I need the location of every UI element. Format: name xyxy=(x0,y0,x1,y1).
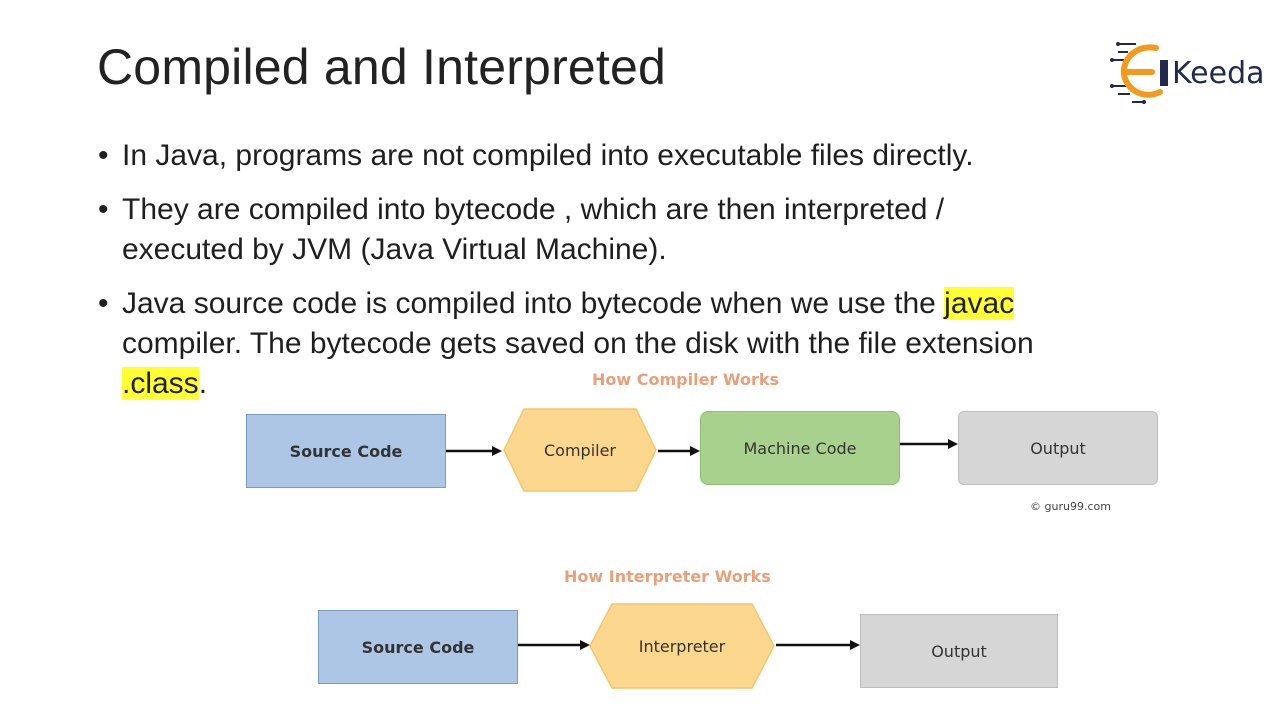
compiler-hexagon-shape xyxy=(503,408,657,492)
arrow-icon xyxy=(900,439,958,449)
machine-code-box: Machine Code xyxy=(700,411,900,485)
slide-title: Compiled and Interpreted xyxy=(97,39,667,95)
bullet-dot: • xyxy=(98,139,109,172)
highlight-class: .class xyxy=(122,367,199,400)
ekeeda-logo: Keeda xyxy=(1110,30,1270,110)
bullet-text: . xyxy=(198,367,208,400)
arrow-icon xyxy=(518,640,590,650)
bullet-item: • In Java, programs are not compiled int… xyxy=(98,136,1198,176)
logo-text: Keeda xyxy=(1172,56,1265,91)
compiler-step-label: Compiler xyxy=(543,440,616,460)
bullet-text: executed by JVM (Java Virtual Machine). xyxy=(122,233,667,266)
bullet-item: • Java source code is compiled into byte… xyxy=(98,284,1198,404)
interpreter-step-label: Interpreter xyxy=(638,636,726,656)
bullet-text: In Java, programs are not compiled into … xyxy=(122,139,974,172)
interpreter-diagram-title: How Interpreter Works xyxy=(564,567,771,586)
arrow-icon xyxy=(776,640,860,650)
bullet-text: They are compiled into bytecode , which … xyxy=(122,193,945,226)
bullet-dot: • xyxy=(98,287,109,320)
bullet-text: Java source code is compiled into byteco… xyxy=(122,287,945,320)
bullet-list: • In Java, programs are not compiled int… xyxy=(98,136,1198,418)
arrow-icon xyxy=(658,446,700,456)
compiler-diagram-title: How Compiler Works xyxy=(592,370,779,389)
highlight-javac: javac xyxy=(944,287,1015,320)
ekeeda-e-logo-icon xyxy=(1110,42,1168,104)
bullet-dot: • xyxy=(98,193,109,226)
image-credit: © guru99.com xyxy=(1030,500,1111,513)
bullet-item: • They are compiled into bytecode , whic… xyxy=(98,190,1198,270)
compiler-output-box: Output xyxy=(958,411,1158,485)
interpreter-output-box: Output xyxy=(860,614,1058,688)
interpreter-hexagon-shape xyxy=(589,603,775,689)
bullet-text: compiler. The bytecode gets saved on the… xyxy=(122,327,1034,360)
arrow-icon xyxy=(446,446,502,456)
interpreter-source-code-box: Source Code xyxy=(318,610,518,684)
compiler-source-code-box: Source Code xyxy=(246,414,446,488)
